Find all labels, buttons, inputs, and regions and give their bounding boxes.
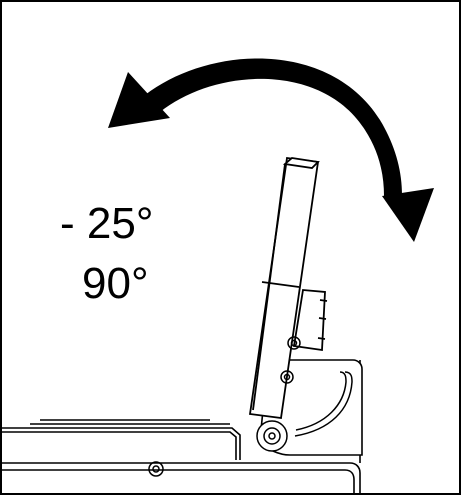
- tilt-panel: [248, 156, 328, 420]
- angle-min-label: - 25°: [60, 199, 154, 248]
- rotation-arrow-body: [145, 58, 402, 196]
- bracket-screws: [256, 336, 301, 452]
- base-screw: [148, 461, 164, 477]
- rotation-arrow-head-right: [382, 188, 434, 242]
- rotation-arrow: [108, 58, 434, 242]
- rotation-arrow-head-left: [108, 72, 170, 128]
- angle-max-label: 90°: [82, 259, 149, 308]
